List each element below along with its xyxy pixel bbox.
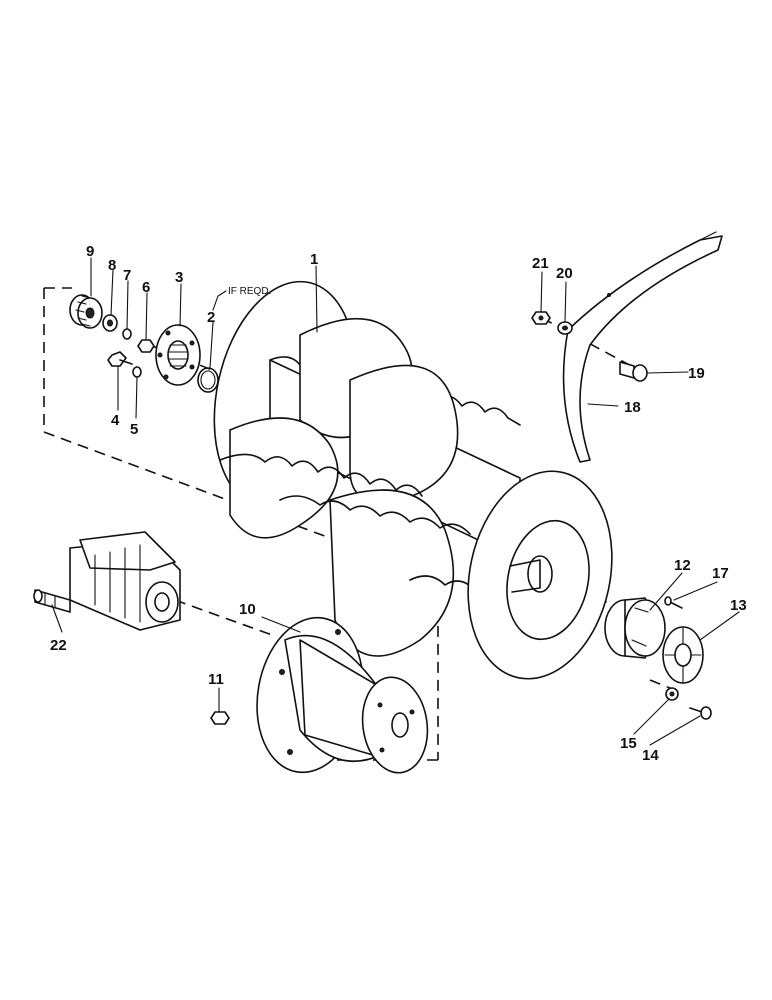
callout-10: 10 xyxy=(239,601,256,618)
leader-lines xyxy=(51,257,740,746)
callout-11: 11 xyxy=(208,671,224,688)
callout-3: 3 xyxy=(175,269,183,286)
callout-5: 5 xyxy=(130,421,138,438)
lock-washer-7 xyxy=(122,328,132,340)
callout-21: 21 xyxy=(532,255,549,272)
drum-housing-10 xyxy=(256,616,429,774)
auger-rotor xyxy=(213,280,613,680)
nut-11 xyxy=(210,711,230,725)
lock-washer-5 xyxy=(132,366,142,378)
o-ring-2 xyxy=(197,367,219,393)
callout-4: 4 xyxy=(111,412,120,429)
flange-hub-3 xyxy=(155,324,201,386)
bolt-14 xyxy=(689,706,712,720)
washer-15 xyxy=(665,687,679,701)
coupling-hub-12 xyxy=(604,597,666,659)
callout-12: 12 xyxy=(674,557,691,574)
callout-14: 14 xyxy=(642,747,659,764)
callout-20: 20 xyxy=(556,265,573,282)
bolt-4 xyxy=(107,351,133,367)
shield-strip xyxy=(562,231,723,463)
callout-15: 15 xyxy=(620,735,637,752)
note-if-reqd: IF REQD. xyxy=(228,286,271,297)
washer-8 xyxy=(102,314,118,332)
pin-17 xyxy=(664,596,683,609)
callout-9: 9 xyxy=(86,243,94,260)
sprocket-9 xyxy=(69,294,103,329)
nut-6 xyxy=(137,339,155,353)
callout-22: 22 xyxy=(50,637,67,654)
hydraulic-motor-22 xyxy=(33,531,181,631)
callout-1: 1 xyxy=(310,251,318,268)
callout-18: 18 xyxy=(624,399,641,416)
nut-21 xyxy=(531,311,551,325)
callout-8: 8 xyxy=(108,257,116,274)
callout-13: 13 xyxy=(730,597,747,614)
callout-7: 7 xyxy=(123,267,131,284)
washer-20 xyxy=(557,321,573,335)
callout-17: 17 xyxy=(712,565,729,582)
coupling-spider-13 xyxy=(662,626,704,684)
bolt-19 xyxy=(619,361,648,382)
callout-6: 6 xyxy=(142,279,150,296)
callout-2: 2 xyxy=(207,309,215,326)
callout-19: 19 xyxy=(688,365,705,382)
